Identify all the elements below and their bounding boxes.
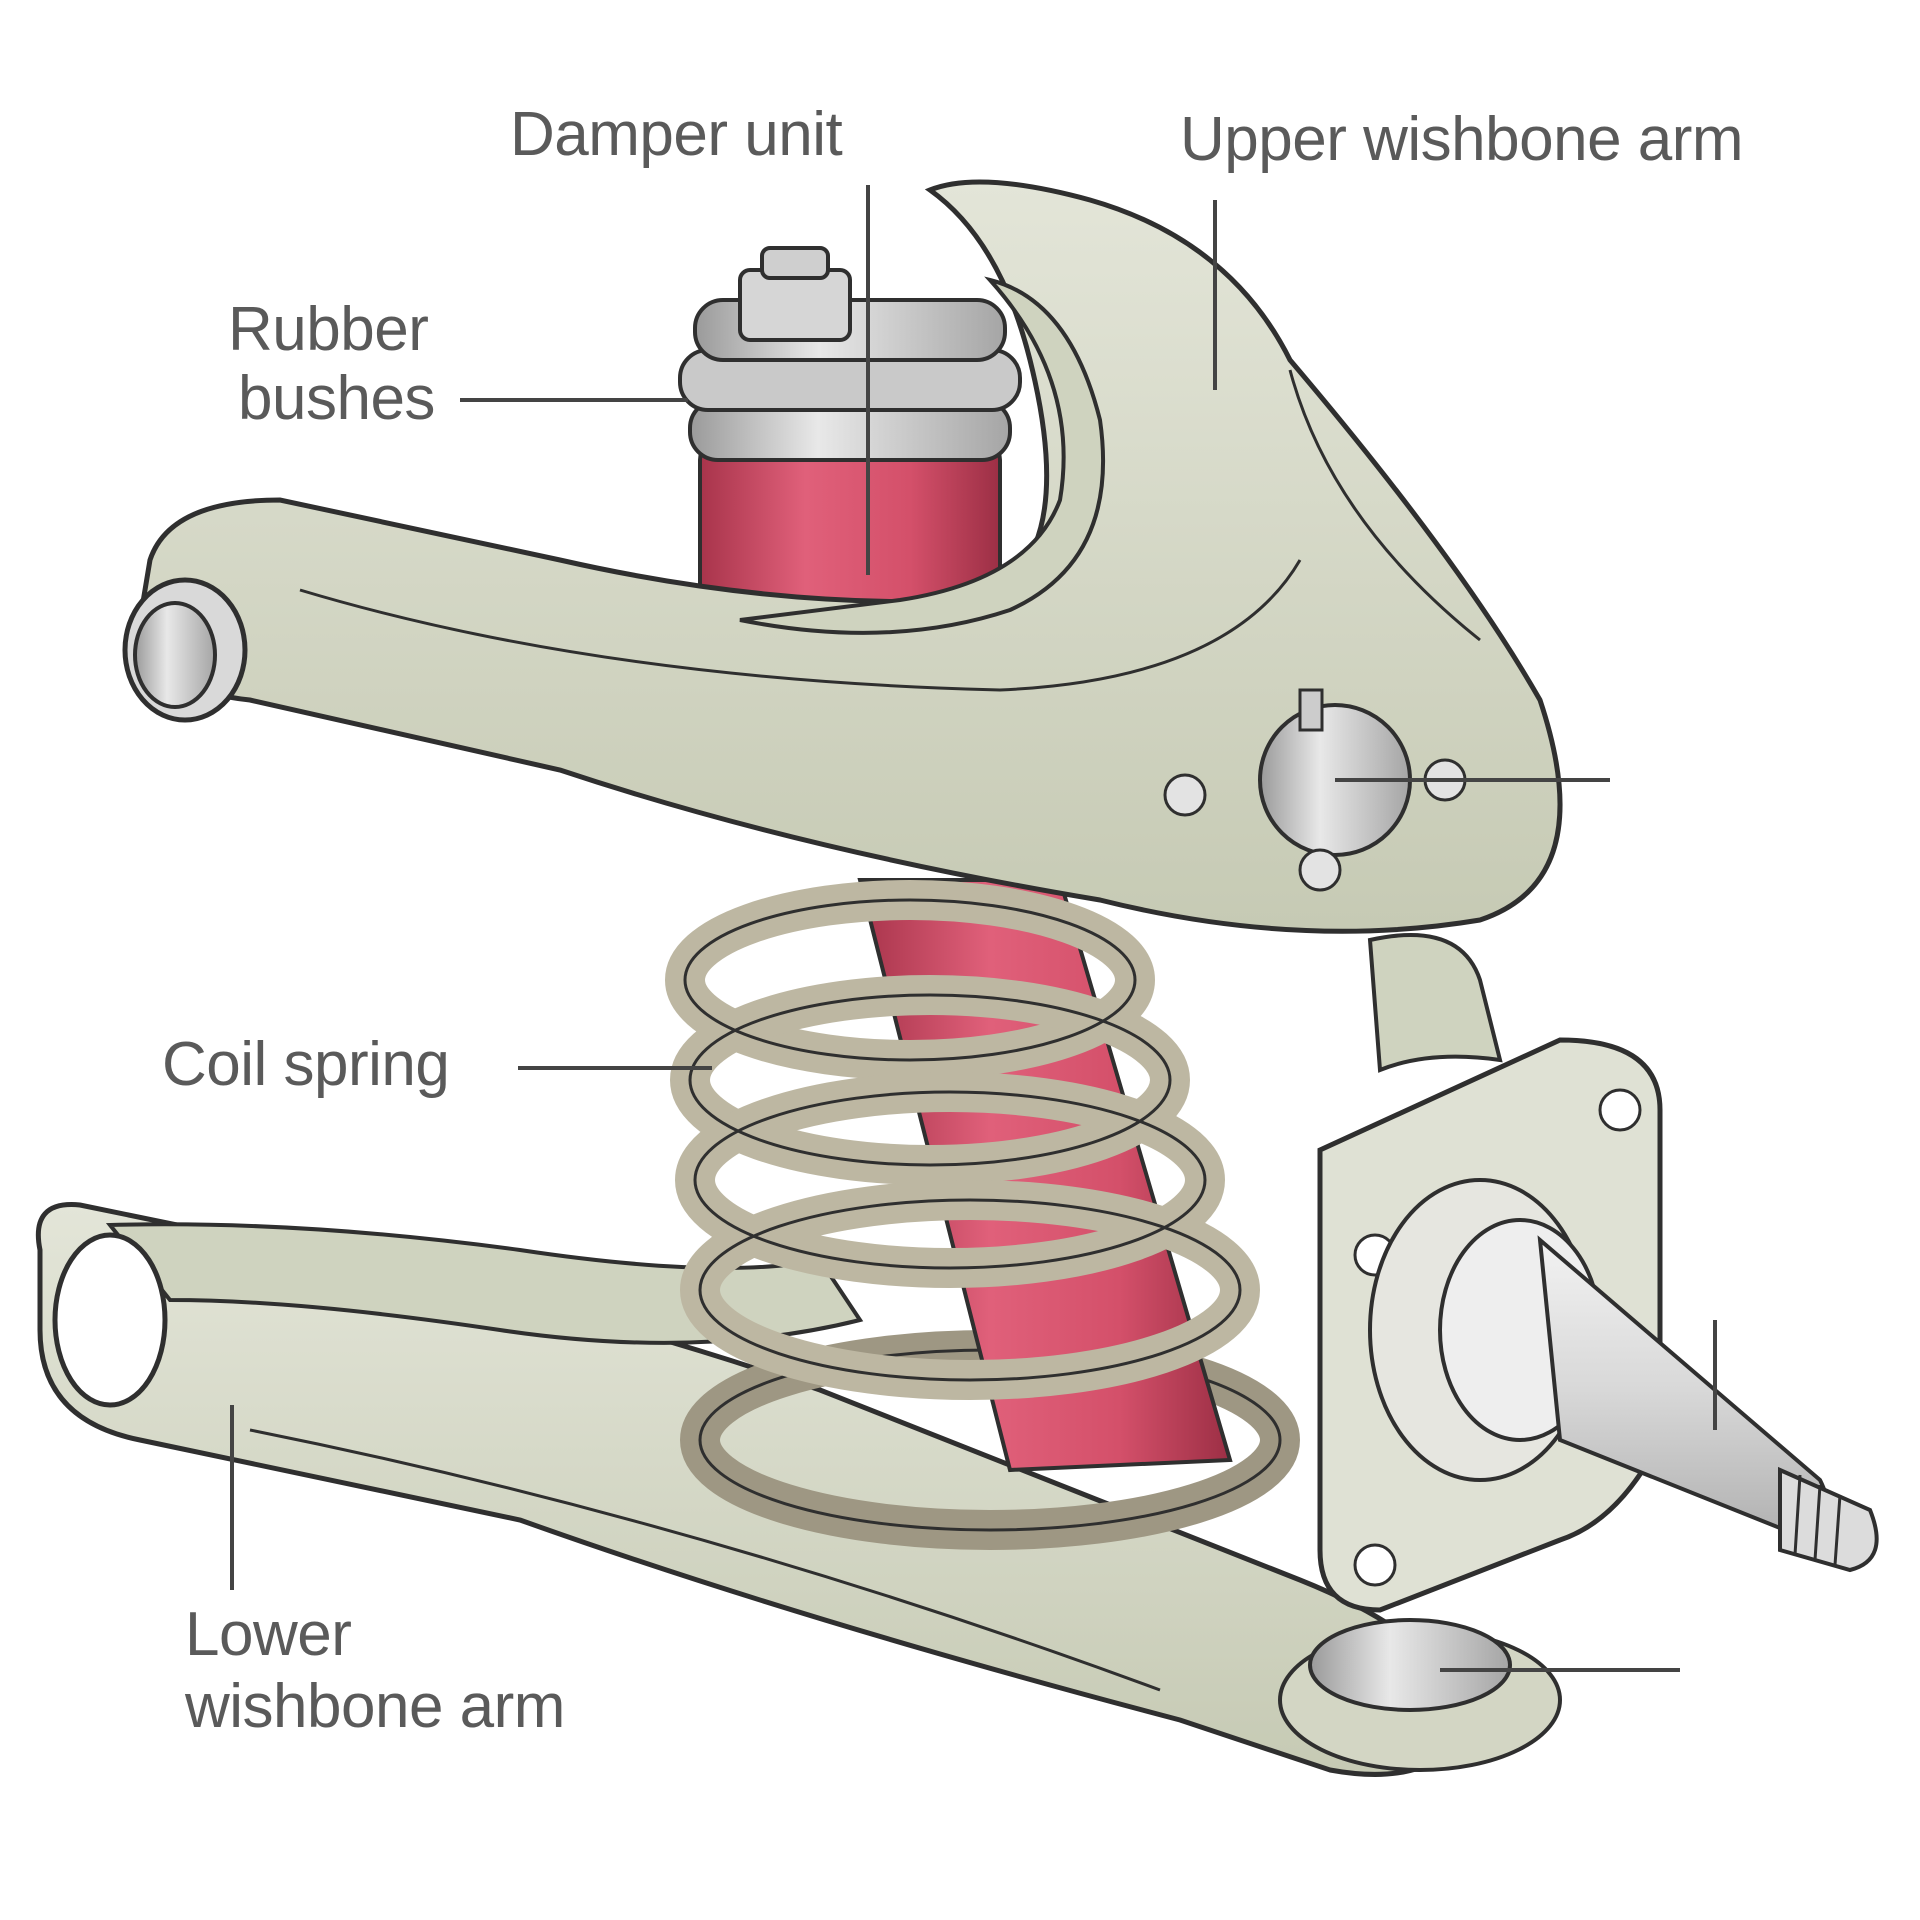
label-damper-unit: Damper unit bbox=[510, 100, 843, 169]
label-rubber-bushes-line1: Rubber bbox=[228, 295, 429, 364]
coil-spring-front bbox=[665, 880, 1260, 1400]
leader-lines bbox=[230, 185, 1717, 1672]
label-lower-wishbone-line2: wishbone arm bbox=[185, 1672, 565, 1741]
label-lower-wishbone-line1: Lower bbox=[185, 1600, 352, 1669]
label-upper-wishbone-arm: Upper wishbone arm bbox=[1180, 105, 1744, 174]
upper-wishbone-arm bbox=[122, 179, 1563, 934]
stub-axle-carrier bbox=[1278, 933, 1879, 1772]
label-coil-spring: Coil spring bbox=[162, 1030, 450, 1099]
label-rubber-bushes-line2: bushes bbox=[238, 364, 435, 433]
